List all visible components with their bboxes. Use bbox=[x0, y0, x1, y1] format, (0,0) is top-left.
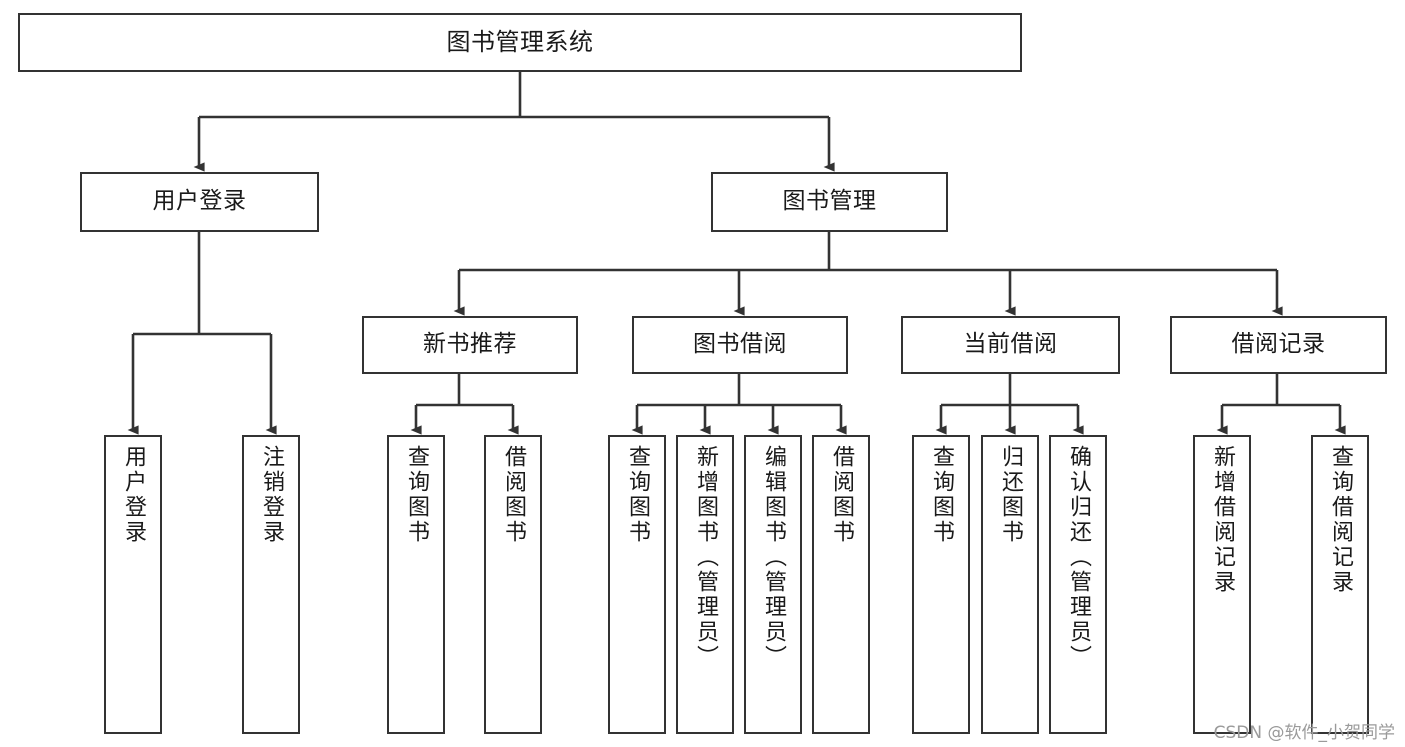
node-leaf-add-book-label: 新增图书（管理员） bbox=[693, 445, 718, 670]
node-leaf-edit-book[interactable]: 编辑图书（管理员） bbox=[744, 435, 802, 734]
node-borrow-record[interactable]: 借阅记录 bbox=[1170, 316, 1387, 374]
node-leaf-borrow-book-2[interactable]: 借阅图书 bbox=[812, 435, 870, 734]
node-leaf-query-book-1-label: 查询图书 bbox=[404, 445, 429, 545]
node-leaf-query-record-label: 查询借阅记录 bbox=[1328, 445, 1353, 595]
node-leaf-user-logout-label: 注销登录 bbox=[259, 445, 284, 545]
node-leaf-query-book-2-label: 查询图书 bbox=[625, 445, 650, 545]
node-leaf-borrow-book-1[interactable]: 借阅图书 bbox=[484, 435, 542, 734]
node-leaf-query-book-3[interactable]: 查询图书 bbox=[912, 435, 970, 734]
node-new-book-recommend-label: 新书推荐 bbox=[423, 331, 517, 358]
node-root[interactable]: 图书管理系统 bbox=[18, 13, 1022, 72]
node-leaf-borrow-book-2-label: 借阅图书 bbox=[829, 445, 854, 545]
node-leaf-confirm-return-label: 确认归还（管理员） bbox=[1066, 445, 1091, 670]
node-leaf-return-book[interactable]: 归还图书 bbox=[981, 435, 1039, 734]
node-leaf-user-login-label: 用户登录 bbox=[121, 445, 146, 545]
node-user-login[interactable]: 用户登录 bbox=[80, 172, 319, 232]
node-leaf-query-book-3-label: 查询图书 bbox=[929, 445, 954, 545]
csdn-watermark: CSDN @软件_小贺同学 bbox=[1213, 723, 1395, 743]
node-root-label: 图书管理系统 bbox=[446, 28, 594, 57]
node-current-borrow-label: 当前借阅 bbox=[963, 331, 1058, 358]
node-leaf-query-record[interactable]: 查询借阅记录 bbox=[1311, 435, 1369, 734]
node-leaf-query-book-2[interactable]: 查询图书 bbox=[608, 435, 666, 734]
node-new-book-recommend[interactable]: 新书推荐 bbox=[362, 316, 578, 374]
node-leaf-edit-book-label: 编辑图书（管理员） bbox=[761, 445, 786, 670]
node-leaf-add-record-label: 新增借阅记录 bbox=[1210, 445, 1235, 595]
node-leaf-user-login[interactable]: 用户登录 bbox=[104, 435, 162, 734]
node-leaf-confirm-return[interactable]: 确认归还（管理员） bbox=[1049, 435, 1107, 734]
node-book-manage[interactable]: 图书管理 bbox=[711, 172, 948, 232]
node-leaf-borrow-book-1-label: 借阅图书 bbox=[501, 445, 526, 545]
node-book-borrow-label: 图书借阅 bbox=[693, 331, 787, 358]
node-leaf-query-book-1[interactable]: 查询图书 bbox=[387, 435, 445, 734]
node-leaf-return-book-label: 归还图书 bbox=[998, 445, 1023, 545]
node-book-borrow[interactable]: 图书借阅 bbox=[632, 316, 848, 374]
node-leaf-add-book[interactable]: 新增图书（管理员） bbox=[676, 435, 734, 734]
node-user-login-label: 用户登录 bbox=[152, 188, 247, 215]
node-book-manage-label: 图书管理 bbox=[782, 188, 877, 215]
node-borrow-record-label: 借阅记录 bbox=[1231, 331, 1326, 358]
node-current-borrow[interactable]: 当前借阅 bbox=[901, 316, 1120, 374]
node-leaf-user-logout[interactable]: 注销登录 bbox=[242, 435, 300, 734]
node-leaf-add-record[interactable]: 新增借阅记录 bbox=[1193, 435, 1251, 734]
